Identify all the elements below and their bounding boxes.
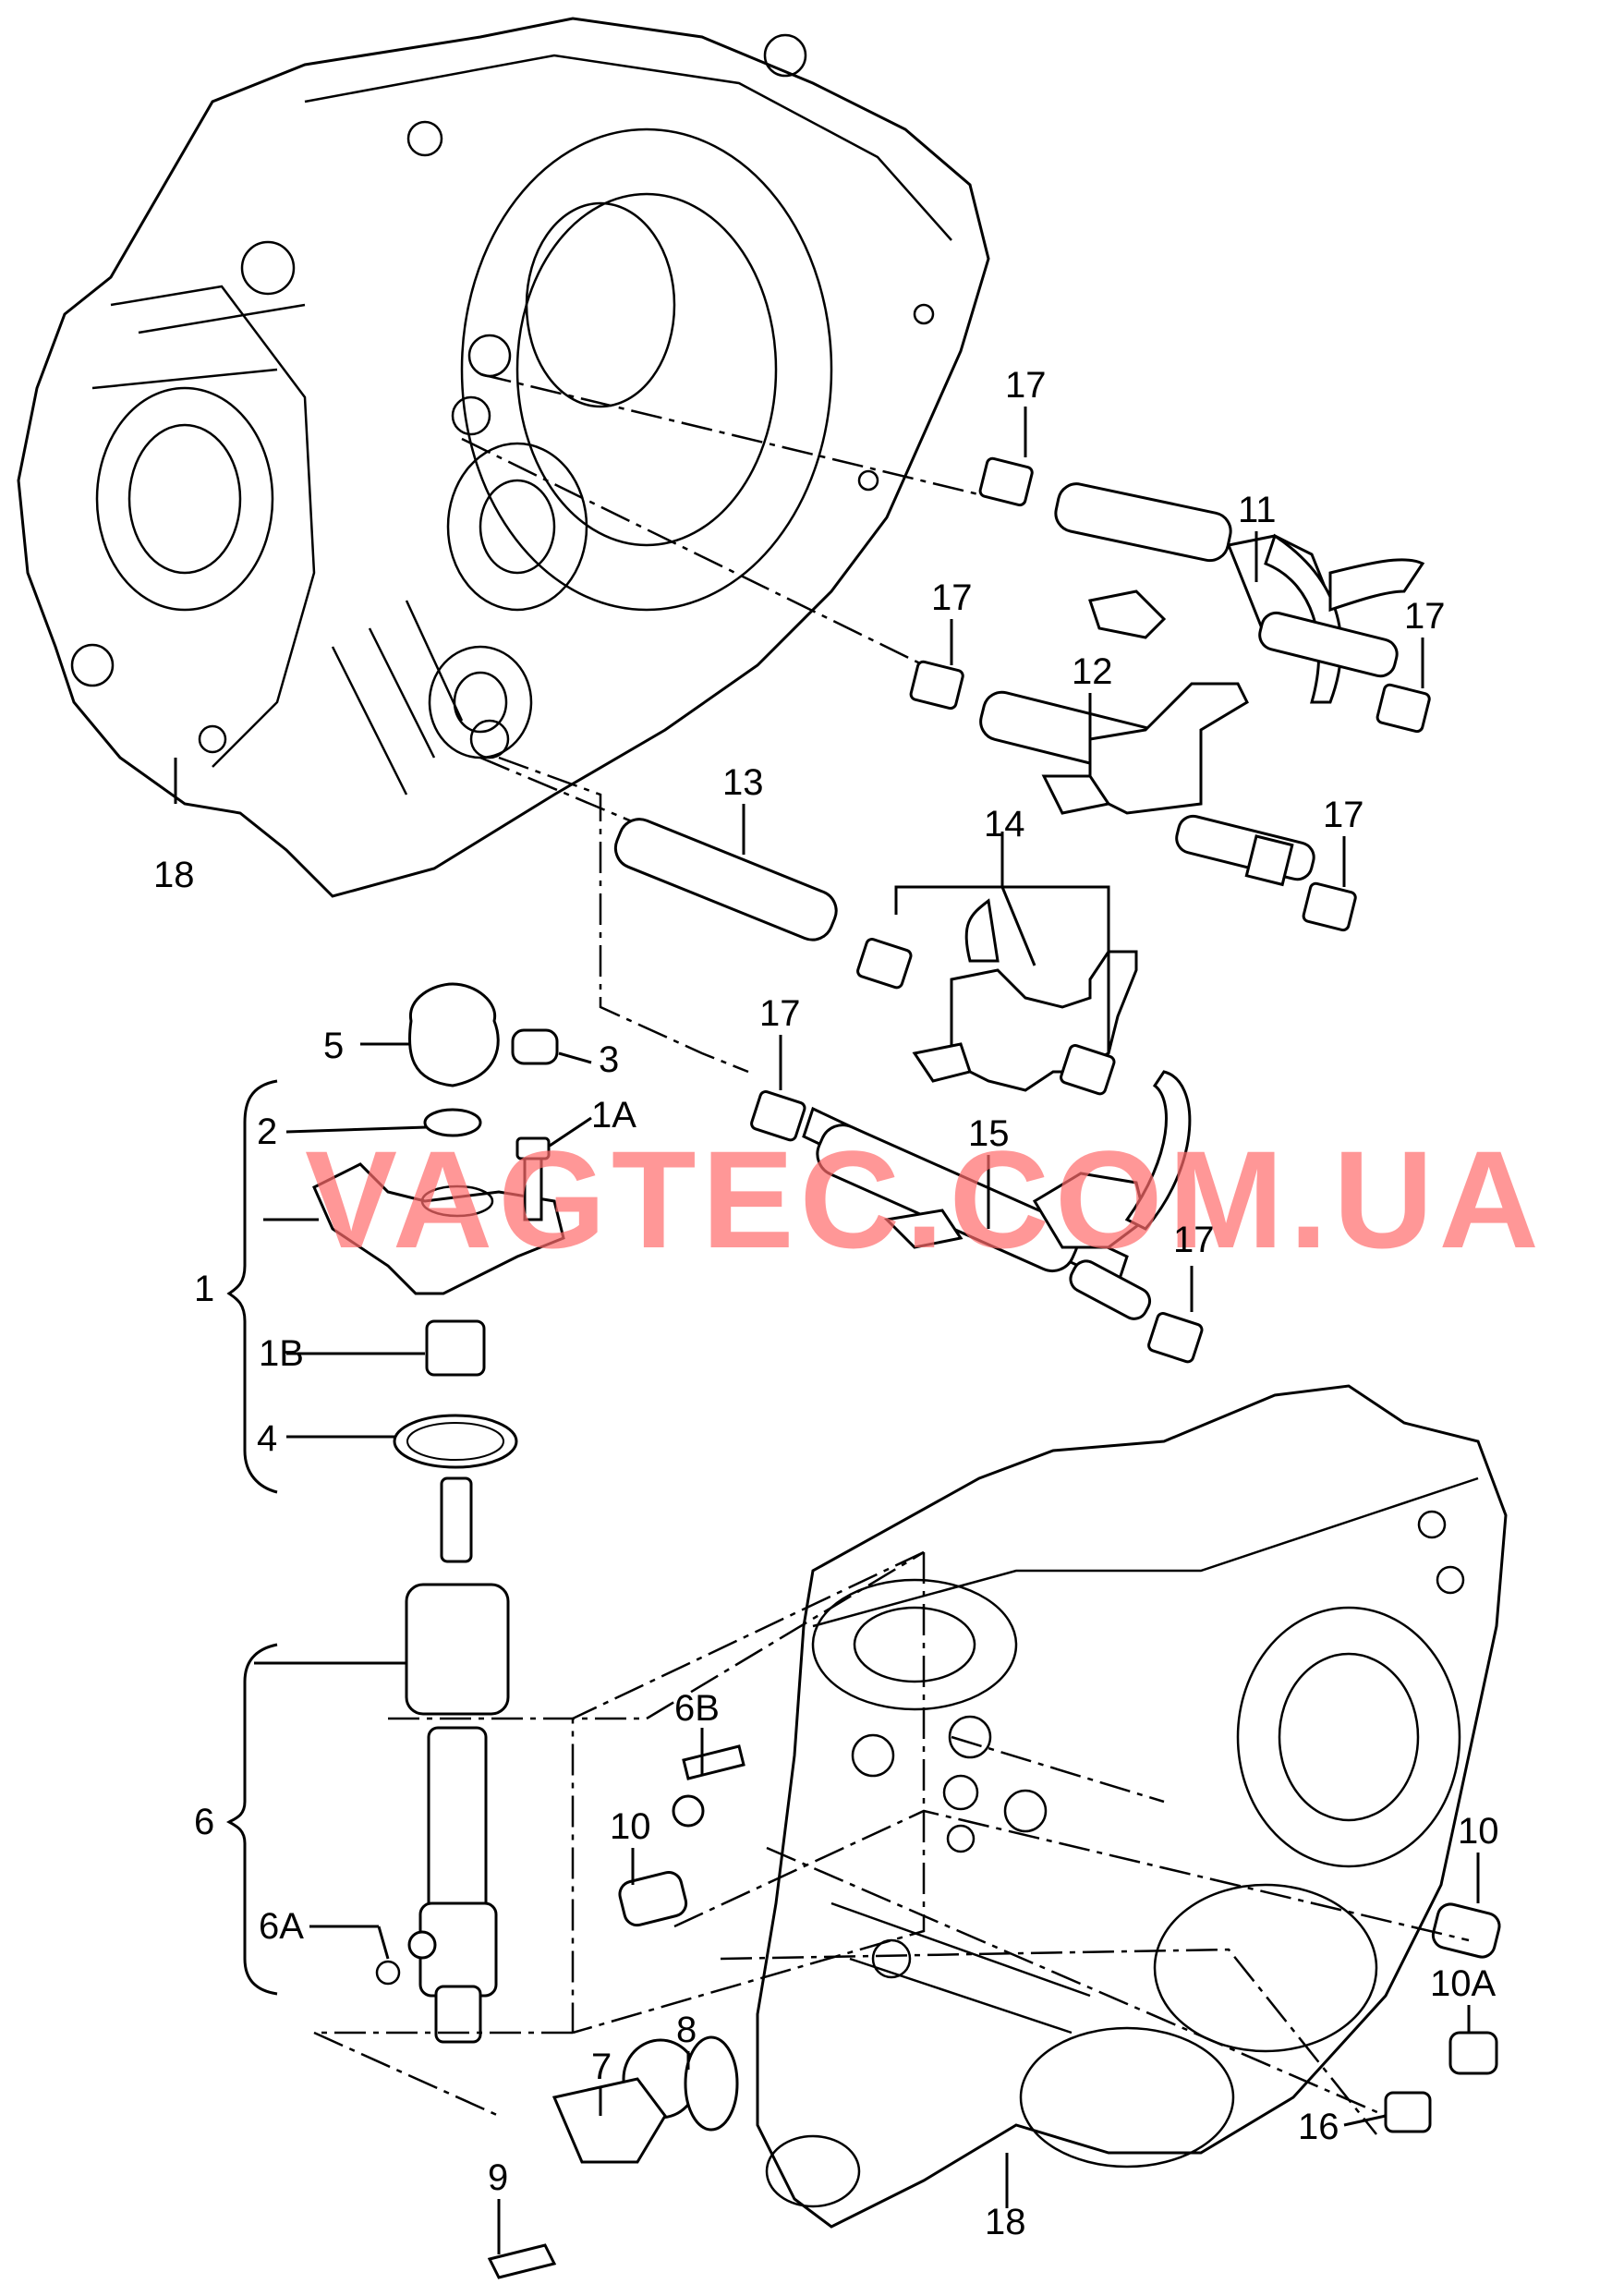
label-4: 4 [257, 1418, 277, 1459]
label-9: 9 [488, 2157, 508, 2198]
shift-rod-12 [461, 437, 1315, 887]
shift-rod-13 [479, 756, 838, 1074]
small-parts [487, 1744, 1501, 2279]
label-7: 7 [591, 2047, 612, 2087]
callout-labels: 17 11 17 17 12 17 13 14 17 15 17 18 5 3 … [153, 365, 1499, 2242]
label-18-top: 18 [153, 855, 195, 895]
label-17-f: 17 [1173, 1220, 1215, 1260]
label-17-c: 17 [931, 577, 973, 618]
selector-cover-1 [312, 982, 565, 1469]
label-1: 1 [194, 1269, 214, 1309]
selector-shaft-6 [375, 1476, 510, 2044]
watermark-text: VAGTEC.COM.UA [305, 1122, 1545, 1277]
assembly-center-lines [313, 1550, 1470, 2135]
label-3: 3 [599, 1039, 619, 1080]
label-17-e: 17 [759, 993, 801, 1034]
label-14: 14 [984, 804, 1025, 844]
upper-gearbox-housing [17, 17, 990, 898]
label-11: 11 [1238, 490, 1277, 530]
label-2: 2 [257, 1112, 277, 1152]
shift-rod-11 [479, 372, 1425, 704]
label-12: 12 [1072, 651, 1113, 692]
label-13: 13 [722, 762, 764, 803]
label-10-left: 10 [610, 1806, 651, 1847]
needle-bearings-17 [750, 456, 1431, 1364]
label-18-bottom: 18 [985, 2202, 1026, 2242]
label-1A: 1A [591, 1095, 636, 1136]
label-16: 16 [1298, 2107, 1339, 2147]
label-6B: 6B [674, 1688, 720, 1729]
label-6A: 6A [259, 1906, 304, 1947]
label-8: 8 [676, 2010, 697, 2050]
leader-lines [174, 407, 1480, 2254]
lower-gearbox-housing [756, 1384, 1508, 2229]
shift-rod-15 [802, 1070, 1192, 1320]
label-15: 15 [968, 1113, 1010, 1154]
label-10-right: 10 [1458, 1811, 1499, 1852]
label-1B: 1B [259, 1333, 304, 1374]
label-10A: 10A [1430, 1963, 1496, 2004]
label-17-b: 17 [1404, 596, 1446, 637]
label-6: 6 [194, 1802, 214, 1842]
label-5: 5 [323, 1026, 344, 1066]
label-17-a: 17 [1005, 365, 1047, 406]
label-17-d: 17 [1323, 795, 1364, 835]
